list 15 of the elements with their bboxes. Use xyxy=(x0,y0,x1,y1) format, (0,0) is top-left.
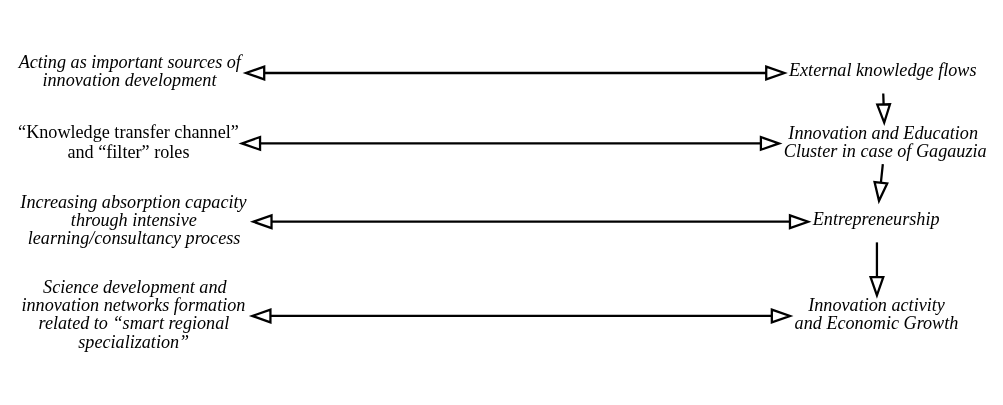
arrow xyxy=(249,213,812,230)
arrow xyxy=(875,92,892,126)
node-text: Entrepreneurship xyxy=(812,208,940,229)
node-text: External knowledge flows xyxy=(788,59,977,80)
arrow xyxy=(248,307,793,324)
arrow xyxy=(868,241,885,299)
node-text: Innovation and Education Cluster in case of Gagauzia xyxy=(783,122,987,161)
node-text: Acting as important sources of innovation development xyxy=(18,51,241,90)
node-text: Innovation activity and Economic Growth xyxy=(794,294,958,333)
arrow xyxy=(237,134,782,151)
node-text: Increasing absorption capacity through intensive learning/consultancy process xyxy=(19,191,247,248)
arrow xyxy=(872,163,889,204)
arrow xyxy=(242,64,788,81)
node-text: “Knowledge transfer channel” and “filter” roles xyxy=(17,120,239,162)
node-text: Science development and innovation networks formation related to “smart regional specialization” xyxy=(20,276,245,352)
